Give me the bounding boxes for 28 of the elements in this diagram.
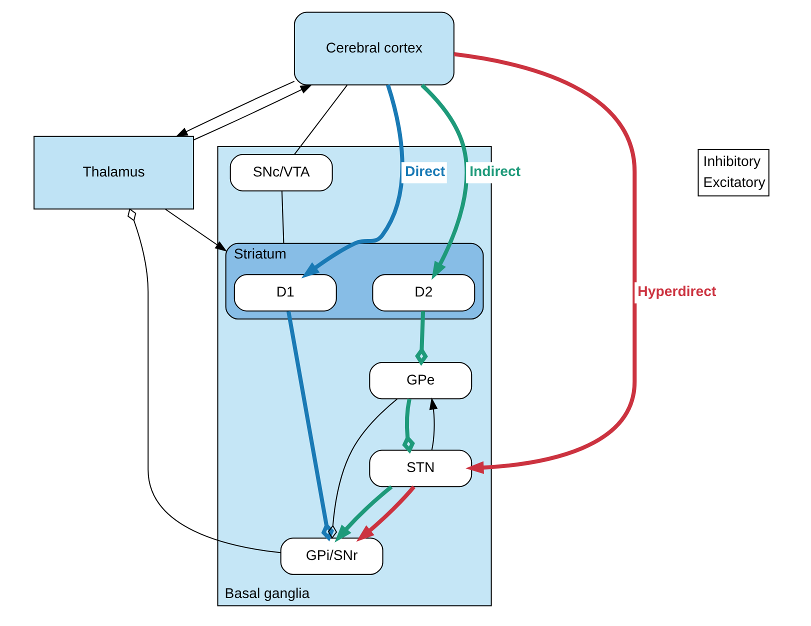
connector bbox=[286, 311, 334, 542]
legend-label: Inhibitory bbox=[703, 152, 761, 169]
connector bbox=[281, 190, 284, 244]
connector bbox=[294, 84, 348, 155]
connector bbox=[402, 398, 415, 454]
node-box: Cerebral cortex bbox=[294, 12, 454, 86]
arrow bbox=[194, 84, 312, 140]
edge-label: Direct bbox=[404, 162, 446, 179]
node-box: Thalamus bbox=[34, 136, 194, 210]
node-box: D1 bbox=[234, 274, 337, 312]
arrow bbox=[164, 208, 228, 252]
arrow bbox=[454, 52, 637, 474]
legend-label: Excitatory bbox=[703, 174, 766, 190]
arrow bbox=[429, 397, 438, 450]
arrow bbox=[356, 486, 416, 542]
arrow bbox=[176, 80, 295, 137]
arrow bbox=[420, 84, 469, 280]
node-box: STN bbox=[369, 450, 472, 488]
connector bbox=[415, 311, 428, 366]
node-box: GPi/SNr bbox=[280, 538, 384, 575]
arrow bbox=[334, 485, 393, 543]
connector bbox=[127, 208, 281, 554]
connector bbox=[328, 398, 398, 539]
node-box: SNc/VTA bbox=[230, 154, 333, 192]
edge-label: Hyperdirect bbox=[638, 283, 716, 300]
node-box: GPe bbox=[369, 362, 472, 400]
arrow bbox=[301, 84, 404, 278]
node-box: D2 bbox=[372, 274, 476, 312]
